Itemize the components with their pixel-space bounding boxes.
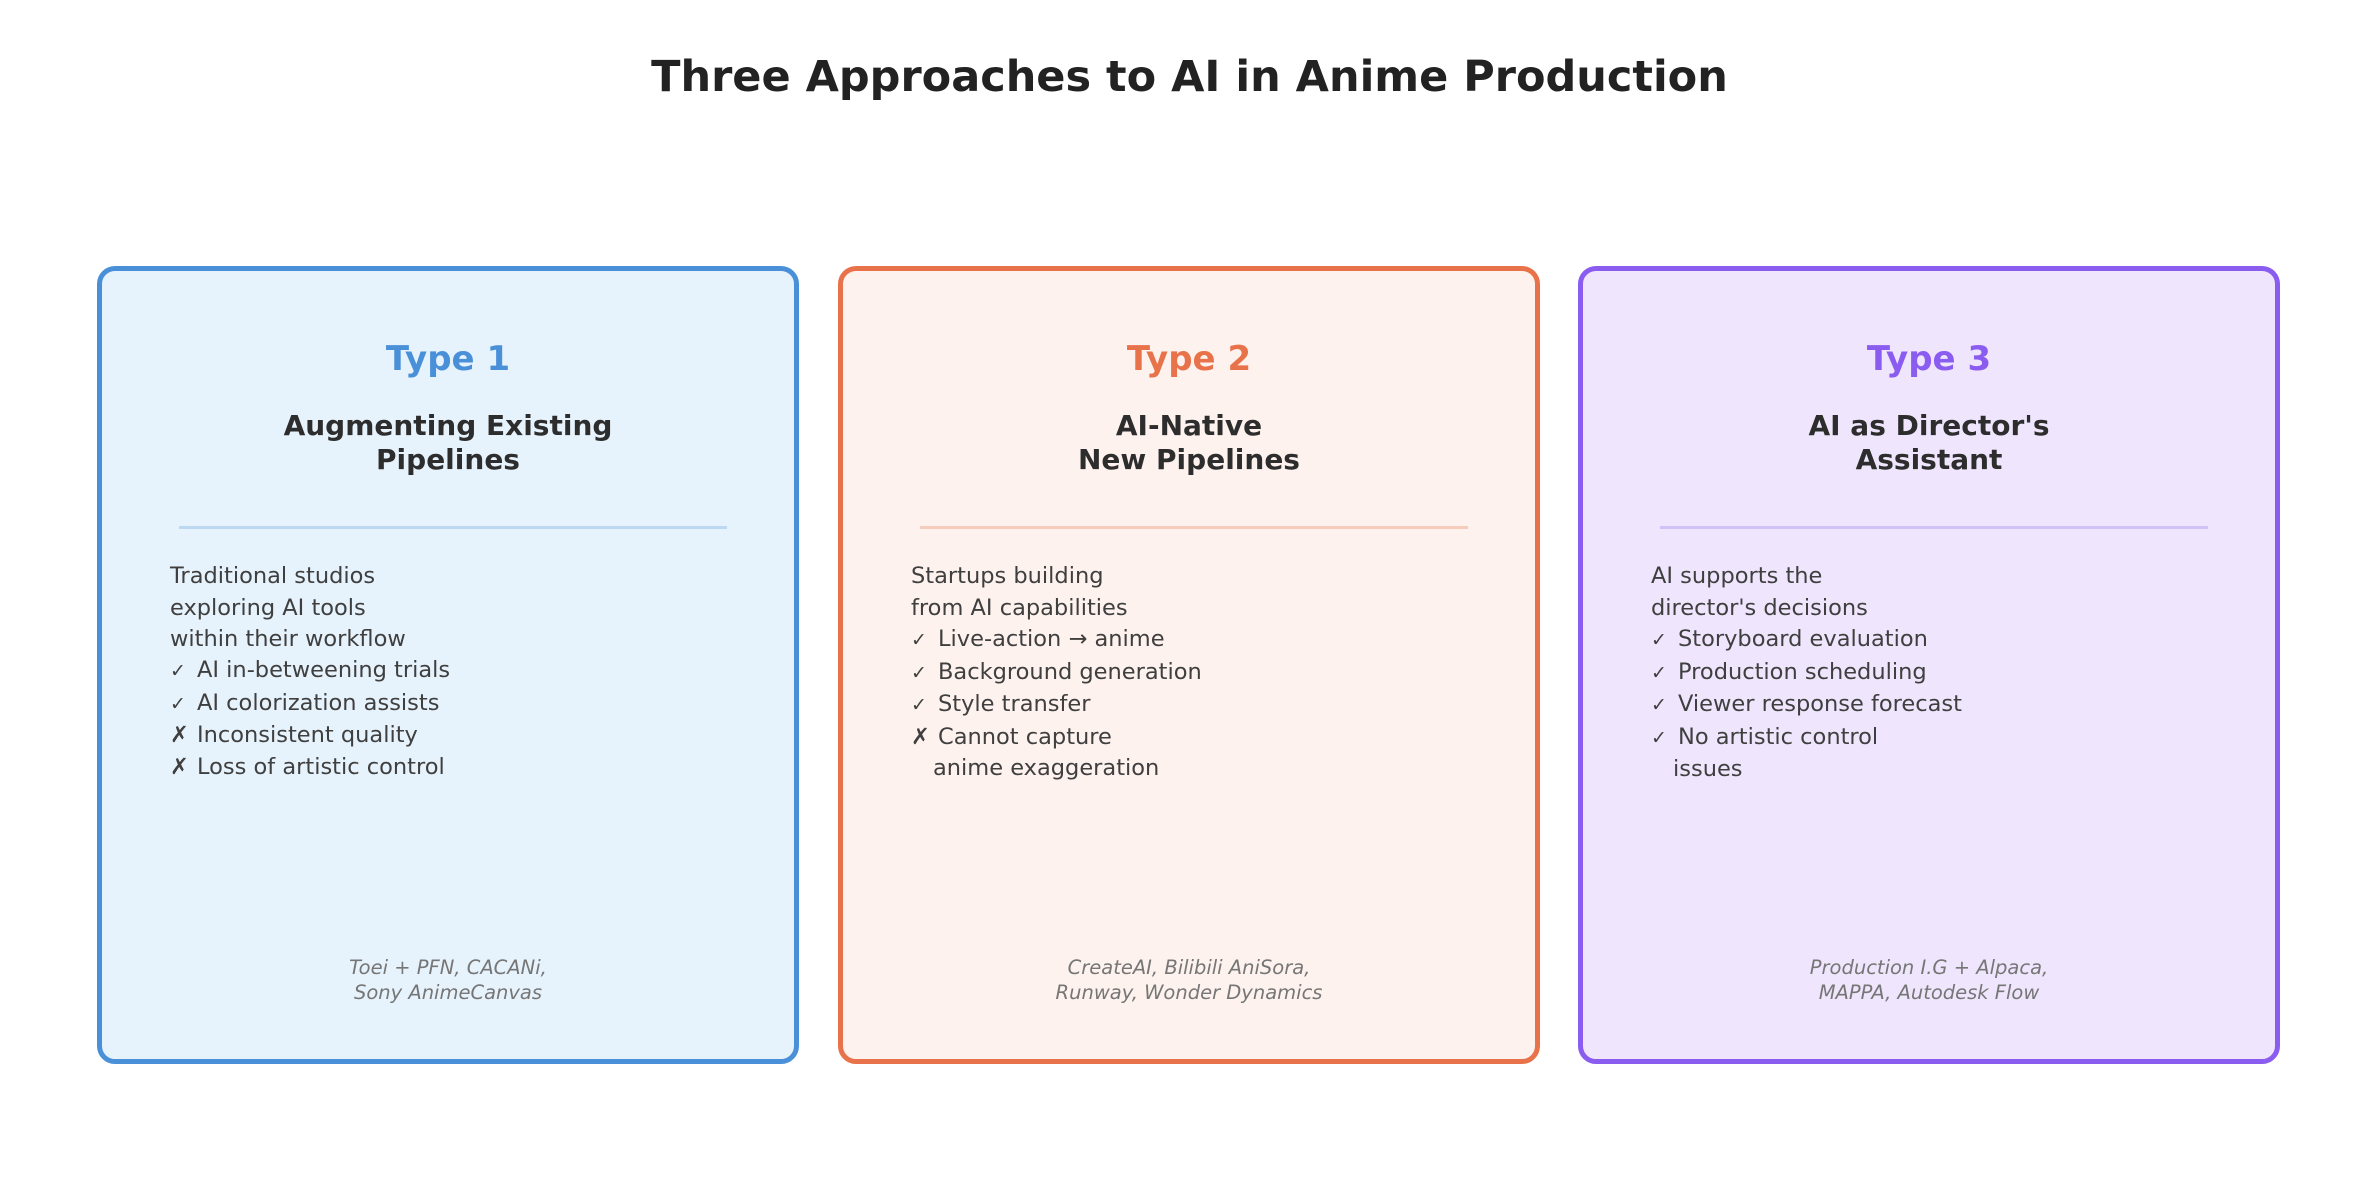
check-icon: ✓ <box>911 661 927 684</box>
card-subtitle: AI as Director's Assistant <box>1808 409 2050 476</box>
card-type-label: Type 2 <box>1126 339 1252 379</box>
card-examples: CreateAI, Bilibili AniSora, Runway, Wond… <box>1055 956 1323 1004</box>
list-item: ✗ Inconsistent quality <box>170 720 450 752</box>
list-item: ✓ No artistic control <box>1651 722 1962 755</box>
list-item-continuation: issues <box>1651 754 1962 786</box>
card-description: Traditional studios exploring AI tools w… <box>170 563 406 652</box>
list-item-text: AI colorization assists <box>197 689 440 716</box>
card-divider <box>179 526 727 529</box>
card-feature-list: ✓ Storyboard evaluation ✓ Production sched… <box>1651 624 1962 786</box>
list-item-text: Storyboard evaluation <box>1678 626 1928 652</box>
check-icon: ✓ <box>1651 726 1667 749</box>
page-title: Three Approaches to AI in Anime Producti… <box>651 52 1728 102</box>
list-item-text: Live-action → anime <box>938 626 1165 652</box>
list-item-text: No artistic control <box>1678 723 1879 750</box>
list-item-text: AI in-betweening trials <box>197 657 451 683</box>
card-type-1: Type 1 Augmenting Existing Pipelines Tra… <box>97 266 799 1064</box>
card-type-2: Type 2 AI-Native New Pipelines Startups … <box>838 266 1540 1064</box>
list-item-text: Viewer response forecast <box>1678 691 1962 717</box>
list-item-text: Style transfer <box>938 691 1091 717</box>
cross-icon: ✗ <box>170 753 189 780</box>
card-examples: Production I.G + Alpaca, MAPPA, Autodesk… <box>1809 956 2049 1004</box>
list-item: ✓ AI colorization assists <box>170 688 450 721</box>
list-item: ✓ Style transfer <box>911 689 1202 722</box>
list-item-text: Production scheduling <box>1678 658 1927 685</box>
card-description: AI supports the director's decisions <box>1651 563 1868 621</box>
card-feature-list: ✓ AI in-betweening trials ✓ AI colorizatio… <box>170 655 450 783</box>
cross-icon: ✗ <box>170 722 189 748</box>
cross-icon: ✗ <box>911 723 930 750</box>
list-item: ✓ Viewer response forecast <box>1651 689 1962 722</box>
list-item: ✗ Loss of artistic control <box>170 752 450 784</box>
check-icon: ✓ <box>170 692 186 715</box>
list-item-text: Background generation <box>938 658 1202 685</box>
card-type-3: Type 3 AI as Director's Assistant AI sup… <box>1578 266 2280 1064</box>
card-type-label: Type 3 <box>1866 339 1992 379</box>
list-item-text: anime exaggeration <box>933 755 1160 781</box>
list-item-text: Cannot capture <box>938 723 1112 750</box>
list-item: ✓ Live-action → anime <box>911 624 1202 657</box>
list-item-text: Loss of artistic control <box>197 753 445 780</box>
check-icon: ✓ <box>1651 661 1667 684</box>
card-subtitle: AI-Native New Pipelines <box>1078 409 1300 476</box>
card-description: Startups building from AI capabilities <box>911 563 1128 621</box>
check-icon: ✓ <box>1651 694 1667 716</box>
list-item: ✓ Production scheduling <box>1651 657 1962 690</box>
list-item-text: issues <box>1673 756 1743 782</box>
list-item: ✓ AI in-betweening trials <box>170 655 450 688</box>
card-examples: Toei + PFN, CACANi, Sony AnimeCanvas <box>349 956 547 1004</box>
list-item: ✓ Storyboard evaluation <box>1651 624 1962 657</box>
list-item: ✗ Cannot capture <box>911 722 1202 754</box>
check-icon: ✓ <box>911 629 927 651</box>
list-item-continuation: anime exaggeration <box>911 753 1202 785</box>
card-type-label: Type 1 <box>385 339 511 379</box>
card-divider <box>1660 526 2208 529</box>
list-item-text: Inconsistent quality <box>197 722 418 748</box>
check-icon: ✓ <box>170 660 186 682</box>
card-subtitle: Augmenting Existing Pipelines <box>283 409 613 476</box>
check-icon: ✓ <box>1651 629 1667 651</box>
check-icon: ✓ <box>911 694 927 716</box>
list-item: ✓ Background generation <box>911 657 1202 690</box>
card-divider <box>920 526 1468 529</box>
card-feature-list: ✓ Live-action → anime ✓ Background generat… <box>911 624 1202 785</box>
